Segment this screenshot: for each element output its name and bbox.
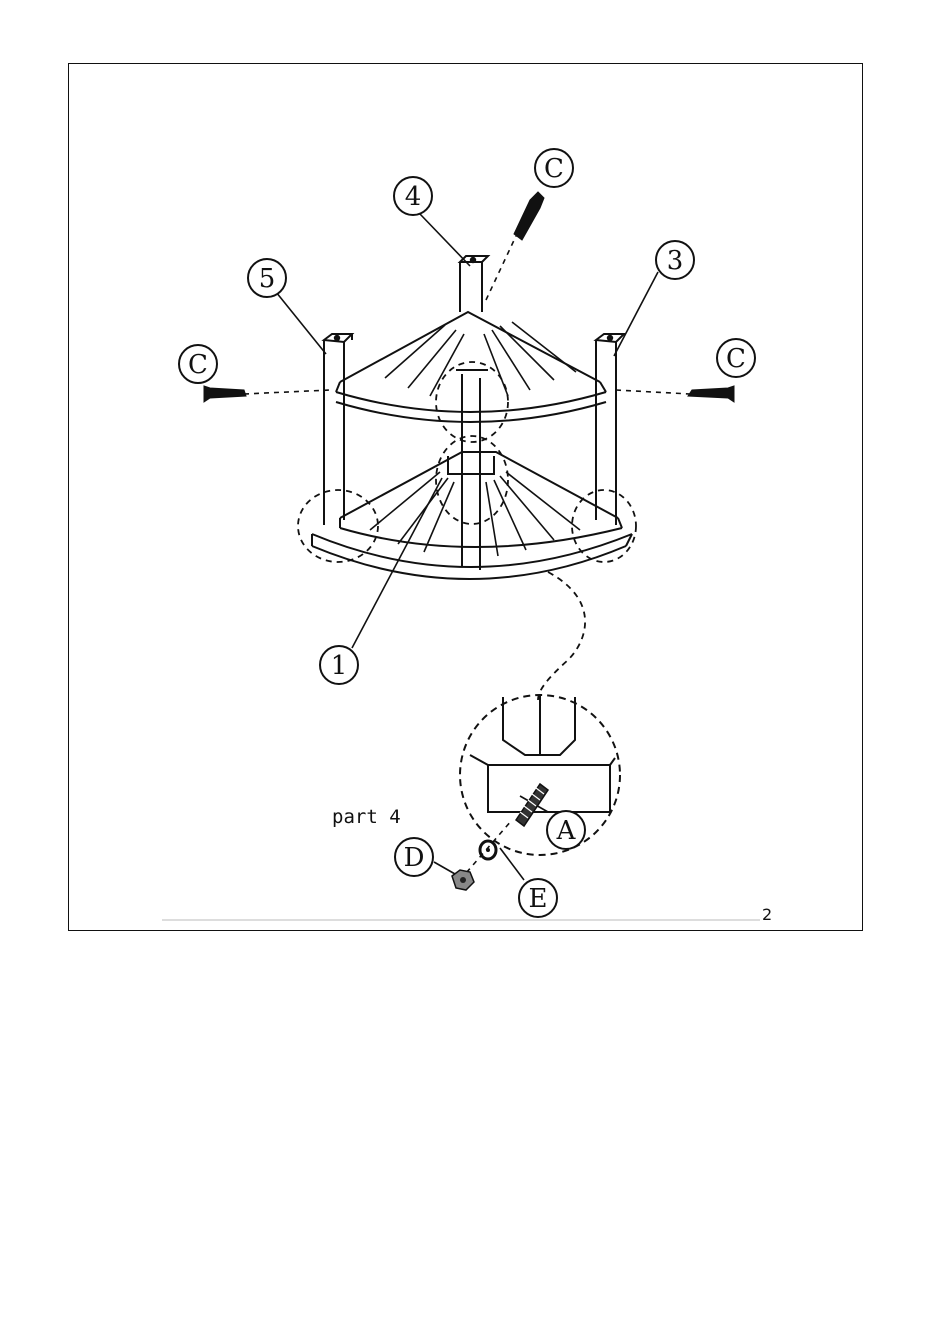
detail-zoom-circle: [460, 695, 620, 855]
nut-d: [452, 870, 474, 890]
callout-screw-top: C: [544, 154, 564, 184]
washer-e: [480, 841, 496, 859]
leg-left: [324, 334, 352, 525]
callout-screw-left: C: [188, 350, 208, 380]
leg-front: [456, 370, 488, 570]
upper-shelf: [336, 312, 606, 422]
lower-shelf: [312, 452, 632, 579]
callout-part-3: 3: [667, 246, 684, 276]
leg-right: [596, 334, 624, 525]
page-number: 2: [762, 905, 772, 924]
callout-part-5: 5: [259, 264, 276, 294]
callout-part-4: 4: [405, 182, 422, 212]
screw-paths: [244, 236, 690, 880]
callout-washer: E: [529, 884, 548, 914]
callout-bolt: A: [556, 816, 577, 846]
callout-screw-right: C: [726, 344, 746, 374]
leg-back: [460, 256, 488, 312]
screw-c-top: [514, 192, 544, 240]
leg-top-hole: [471, 258, 475, 262]
leg-top-hole: [608, 336, 612, 340]
bolt-a: [516, 784, 548, 826]
callout-part-1: 1: [331, 651, 348, 681]
screw-c-left: [204, 386, 246, 402]
callout-nut: D: [404, 843, 425, 873]
caption-part: part 4: [332, 806, 401, 828]
leg-top-hole: [335, 336, 339, 340]
screw-c-right: [688, 386, 734, 402]
